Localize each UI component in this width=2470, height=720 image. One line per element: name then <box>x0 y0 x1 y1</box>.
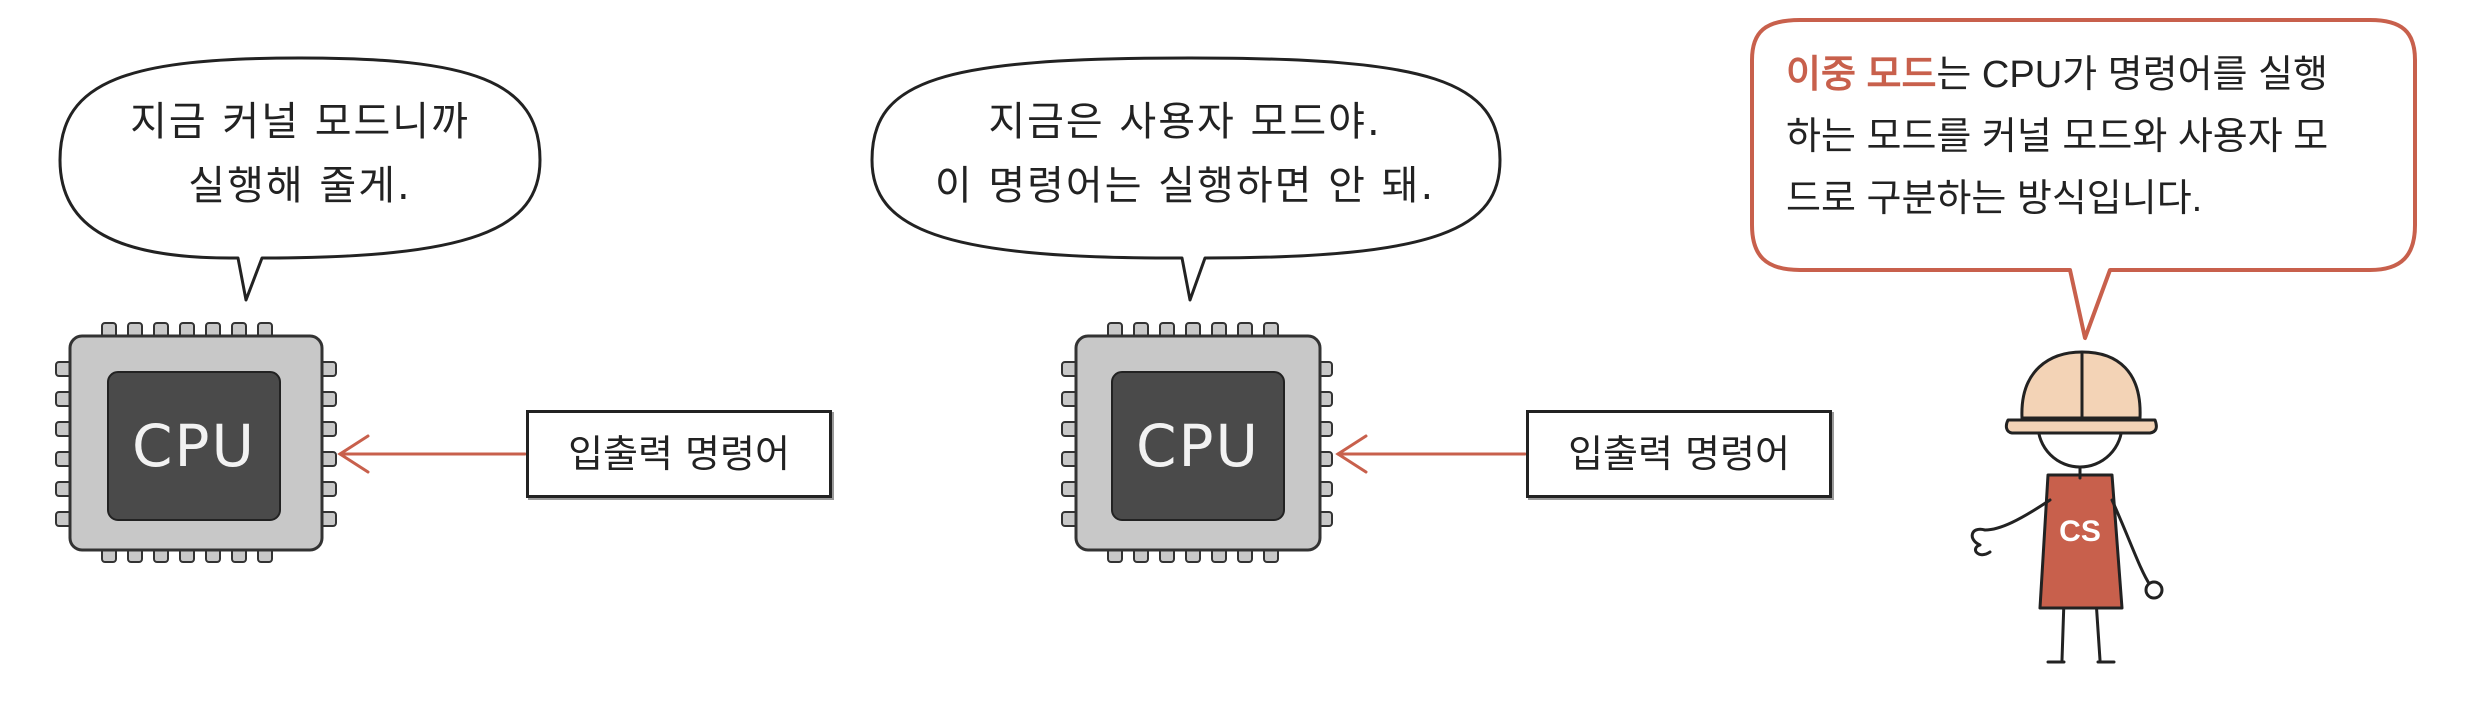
middle-io-instruction-box: 입출력 명령어 <box>1526 410 1832 498</box>
character-shirt-label: CS <box>2059 515 2101 548</box>
middle-cpu-label: CPU <box>1136 412 1260 480</box>
left-speech-bubble <box>58 56 542 302</box>
middle-arrow <box>1335 434 1527 474</box>
explanation-line-3: 드로 구분하는 방식입니다. <box>1786 178 2203 220</box>
explanation-line-1: 이중 모드는 CPU가 명령어를 실행 <box>1786 44 2386 106</box>
left-speech-text: 지금 커널 모드니까 실행해 줄게. <box>80 90 520 218</box>
explanation-bubble <box>1750 18 2417 340</box>
dual-mode-explanation: 이중 모드는 CPU가 명령어를 실행 하는 모드를 커널 모드와 사용자 모 … <box>1786 44 2386 230</box>
middle-speech-text: 지금은 사용자 모드야. 이 명령어는 실행하면 안 돼. <box>880 90 1490 218</box>
middle-speech-bubble <box>870 56 1502 302</box>
middle-speech-line-1: 지금은 사용자 모드야. <box>988 99 1382 145</box>
cs-character <box>1970 350 2164 664</box>
left-arrow <box>337 434 527 474</box>
left-cpu-label: CPU <box>132 412 256 480</box>
left-io-instruction-box: 입출력 명령어 <box>526 410 832 498</box>
left-cpu-chip <box>55 322 337 563</box>
explanation-line-2: 하는 모드를 커널 모드와 사용자 모 <box>1786 116 2329 158</box>
dual-mode-highlight: 이중 모드 <box>1786 54 1937 96</box>
explanation-line-1-rest: 는 CPU가 명령어를 실행 <box>1936 54 2328 96</box>
middle-cpu-chip <box>1061 322 1333 563</box>
middle-speech-line-2: 이 명령어는 실행하면 안 돼. <box>934 163 1436 209</box>
left-speech-line-1: 지금 커널 모드니까 <box>130 99 470 145</box>
left-speech-line-2: 실행해 줄게. <box>188 163 412 209</box>
